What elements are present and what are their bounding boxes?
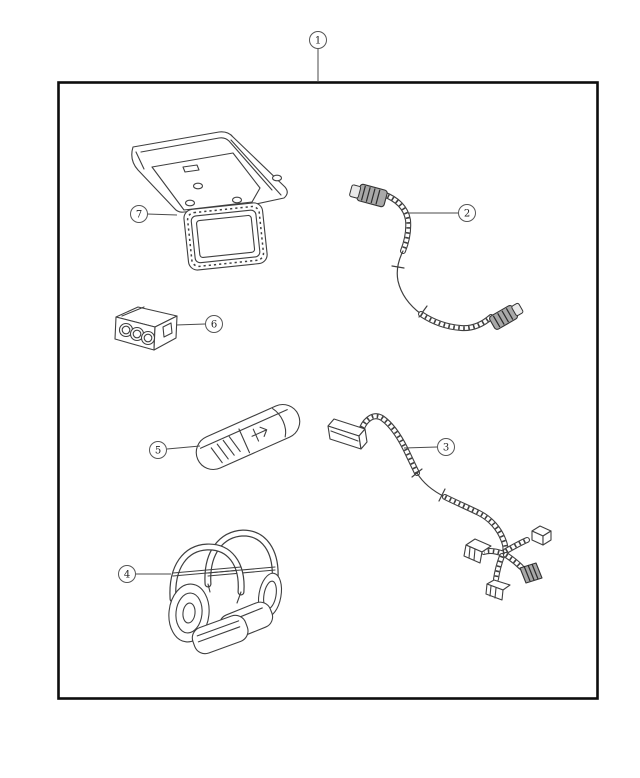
wiring-harness-branched-figure bbox=[327, 413, 552, 601]
harness3-branch-connector-right-bottom bbox=[519, 562, 543, 584]
callout-5: 5 bbox=[149, 441, 201, 459]
callout-5-label: 5 bbox=[155, 446, 161, 457]
callout-2-label: 2 bbox=[464, 209, 470, 220]
harness2-connector-a bbox=[349, 183, 388, 208]
wiring-harness-two-end-figure bbox=[349, 183, 524, 332]
harness3-branch-connector-right-top bbox=[531, 525, 552, 546]
harness3-branch-connector-bottom bbox=[485, 579, 511, 601]
harness3-head-connector bbox=[327, 418, 368, 450]
callout-4-label: 4 bbox=[124, 570, 130, 581]
callout-6-label: 6 bbox=[211, 320, 217, 331]
monitor-underside-panel bbox=[151, 152, 261, 211]
callout-6: 6 bbox=[175, 315, 223, 333]
callout-7-label: 7 bbox=[136, 210, 142, 221]
headphones-figure bbox=[168, 529, 283, 655]
callout-3-label: 3 bbox=[443, 443, 449, 454]
callout-3: 3 bbox=[403, 438, 455, 456]
monitor-flip-down-screen bbox=[183, 202, 268, 271]
harness2-connector-b bbox=[489, 302, 524, 330]
kit-boundary-box bbox=[57, 81, 599, 700]
callout-1: 1 bbox=[309, 31, 327, 82]
callout-2: 2 bbox=[409, 204, 476, 222]
callout-4: 4 bbox=[118, 565, 171, 583]
overhead-monitor-figure bbox=[131, 131, 288, 271]
callout-1-label: 1 bbox=[315, 36, 321, 47]
callout-7: 7 bbox=[130, 205, 178, 223]
remote-control-figure bbox=[195, 403, 301, 471]
av-connector-block-figure bbox=[114, 306, 178, 351]
harness3-branch-connector-left bbox=[463, 538, 492, 564]
